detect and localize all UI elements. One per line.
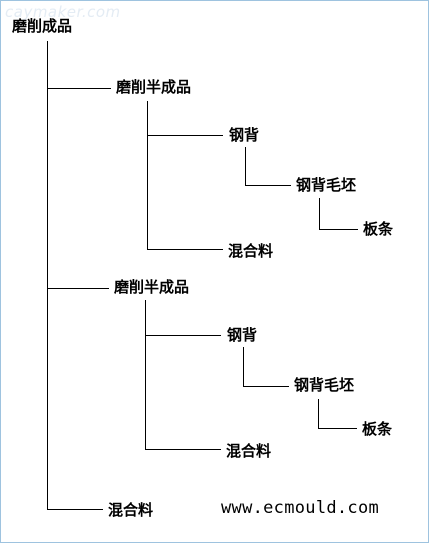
connector-branch2-strip xyxy=(318,428,357,429)
branch2-trunk-line xyxy=(145,300,146,449)
root-node: 磨削成品 xyxy=(12,17,73,35)
connector-branch1-strip xyxy=(319,229,358,230)
branch2-blank-node: 钢背毛坯 xyxy=(294,376,355,394)
root-trunk-line xyxy=(47,41,48,509)
connector-branch1-blank xyxy=(245,185,291,186)
connector-branch1 xyxy=(47,88,111,89)
branch1-mix-node: 混合料 xyxy=(228,242,274,260)
branch2-steel-back-node: 钢背 xyxy=(227,326,258,344)
connector-branch2 xyxy=(47,288,109,289)
branch1-trunk-line xyxy=(147,101,148,249)
branch2-blank-trunk-line xyxy=(318,399,319,428)
branch2-mix-node: 混合料 xyxy=(226,442,272,460)
watermark: caymaker.com xyxy=(5,3,121,21)
branch2-steel-trunk-line xyxy=(243,347,244,386)
branch1-strip-node: 板条 xyxy=(363,220,394,238)
branch2-strip-node: 板条 xyxy=(362,420,393,438)
connector-branch1-steel xyxy=(147,135,223,136)
connector-branch2-blank xyxy=(243,386,289,387)
branch1-node: 磨削半成品 xyxy=(116,78,192,96)
branch2-node: 磨削半成品 xyxy=(114,278,190,296)
branch1-steel-back-node: 钢背 xyxy=(229,126,260,144)
site-url-label: www.ecmould.com xyxy=(221,498,380,518)
connector-branch2-mix xyxy=(145,449,221,450)
connector-root-mix xyxy=(47,509,103,510)
root-mix-node: 混合料 xyxy=(108,501,154,519)
connector-branch1-mix xyxy=(147,249,223,250)
branch1-steel-trunk-line xyxy=(245,147,246,185)
branch1-blank-node: 钢背毛坯 xyxy=(296,176,357,194)
connector-branch2-steel xyxy=(145,335,221,336)
branch1-blank-trunk-line xyxy=(319,198,320,229)
